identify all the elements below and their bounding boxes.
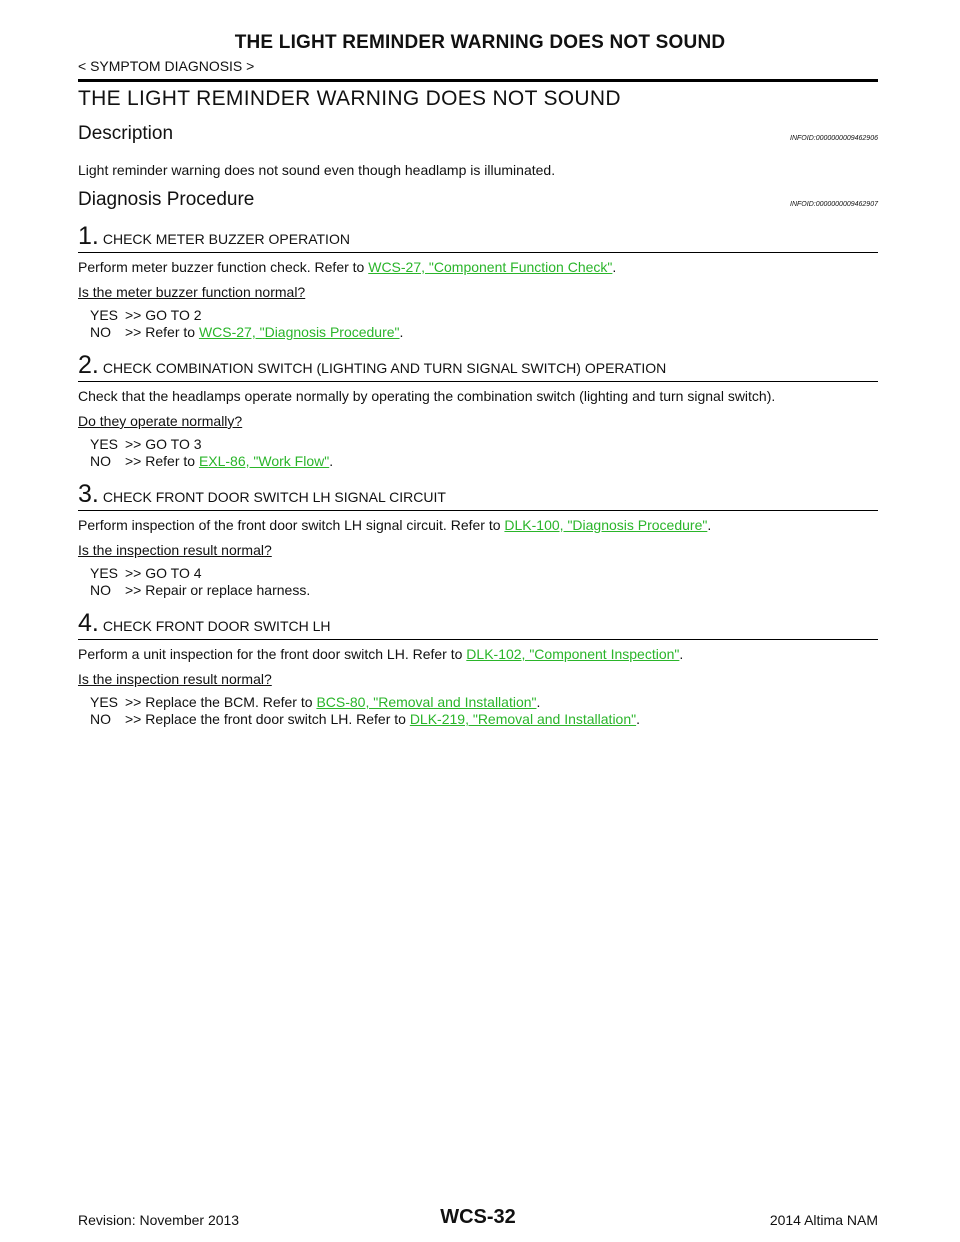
- answer-no: NO >> Refer to WCS-27, "Diagnosis Proced…: [90, 324, 878, 341]
- answer-yes-text: >> GO TO 2: [125, 307, 202, 323]
- step-instruction-suffix: .: [612, 259, 617, 275]
- step-instruction: Perform a unit inspection for the front …: [78, 645, 878, 663]
- answer-yes-text: >> Replace the BCM. Refer to BCS-80, "Re…: [125, 694, 540, 711]
- step-title: CHECK COMBINATION SWITCH (LIGHTING AND T…: [102, 360, 667, 376]
- diagnosis-heading: Diagnosis Procedure: [78, 189, 255, 210]
- step-question: Is the inspection result normal?: [78, 671, 272, 687]
- description-infoid: INFOID:0000000009462906: [790, 135, 878, 142]
- answer-yes-label: YES: [90, 694, 119, 710]
- step-instruction-text: Perform a unit inspection for the front …: [78, 646, 467, 662]
- page-content: THE LIGHT REMINDER WARNING DOES NOT SOUN…: [78, 86, 878, 728]
- reference-link[interactable]: DLK-102, "Component Inspection": [466, 646, 680, 662]
- reference-link[interactable]: DLK-100, "Diagnosis Procedure": [504, 517, 708, 533]
- answer-no-suffix: .: [636, 711, 640, 727]
- step-instruction: Check that the headlamps operate normall…: [78, 387, 878, 405]
- step-instruction: Perform inspection of the front door swi…: [78, 516, 878, 534]
- step-question: Is the meter buzzer function normal?: [78, 284, 306, 300]
- answer-no-suffix: .: [329, 453, 334, 469]
- page-footer: Revision: November 2013 WCS-32 2014 Alti…: [78, 1206, 878, 1230]
- step-title-row: 4. CHECK FRONT DOOR SWITCH LH: [78, 611, 878, 640]
- reference-link[interactable]: EXL-86, "Work Flow": [198, 453, 330, 469]
- diagnosis-step-3: 3. CHECK FRONT DOOR SWITCH LH SIGNAL CIR…: [78, 482, 878, 599]
- diagnosis-step-2: 2. CHECK COMBINATION SWITCH (LIGHTING AN…: [78, 353, 878, 470]
- answer-no: NO >> Refer to EXL-86, "Work Flow".: [90, 453, 878, 470]
- answer-no-action: >> Refer to: [125, 324, 199, 340]
- step-number-dot: .: [91, 480, 99, 508]
- step-title-row: 1. CHECK METER BUZZER OPERATION: [78, 224, 878, 253]
- page-title: THE LIGHT REMINDER WARNING DOES NOT SOUN…: [78, 87, 621, 110]
- step-title-row: 3. CHECK FRONT DOOR SWITCH LH SIGNAL CIR…: [78, 482, 878, 511]
- step-number: 4: [78, 609, 92, 637]
- step-question: Is the inspection result normal?: [78, 542, 272, 558]
- answer-yes: YES >> GO TO 3: [90, 436, 878, 453]
- diagnosis-step-4: 4. CHECK FRONT DOOR SWITCH LH Perform a …: [78, 611, 878, 728]
- answer-no-text: >> Refer to WCS-27, "Diagnosis Procedure…: [125, 324, 403, 341]
- step-answers: YES >> Replace the BCM. Refer to BCS-80,…: [78, 694, 878, 728]
- answer-yes-suffix: .: [536, 694, 541, 710]
- description-heading: Description: [78, 123, 174, 144]
- step-instruction-text: Check that the headlamps operate normall…: [78, 388, 776, 404]
- answer-no: NO >> Replace the front door switch LH. …: [90, 711, 878, 728]
- answer-no-label: NO: [90, 582, 111, 598]
- answer-yes-label: YES: [90, 565, 119, 581]
- answer-yes-text: >> GO TO 4: [125, 565, 202, 581]
- running-header-title: THE LIGHT REMINDER WARNING DOES NOT SOUN…: [234, 32, 726, 53]
- step-question: Do they operate normally?: [78, 413, 243, 429]
- footer-page-number: WCS-32: [440, 1206, 516, 1228]
- footer-model: 2014 Altima NAM: [769, 1212, 878, 1228]
- step-number: 2: [78, 351, 92, 379]
- reference-link[interactable]: WCS-27, "Diagnosis Procedure": [198, 324, 400, 340]
- step-number: 1: [78, 222, 92, 250]
- answer-no-text: >> Refer to EXL-86, "Work Flow".: [125, 453, 333, 470]
- diagnosis-infoid: INFOID:0000000009462907: [790, 201, 878, 208]
- description-heading-row: Description INFOID:0000000009462906: [78, 122, 878, 146]
- step-number-dot: .: [91, 222, 99, 250]
- step-instruction-text: Perform meter buzzer function check. Ref…: [78, 259, 369, 275]
- footer-revision: Revision: November 2013: [78, 1212, 240, 1228]
- step-instruction-suffix: .: [679, 646, 684, 662]
- answer-no-text: >> Repair or replace harness.: [125, 582, 311, 598]
- step-answers: YES >> GO TO 3 NO >> Refer to EXL-86, "W…: [78, 436, 878, 470]
- answer-yes-label: YES: [90, 307, 119, 323]
- step-title: CHECK METER BUZZER OPERATION: [102, 231, 350, 247]
- answer-no-suffix: .: [399, 324, 404, 340]
- answer-yes-label: YES: [90, 436, 119, 452]
- step-title-row: 2. CHECK COMBINATION SWITCH (LIGHTING AN…: [78, 353, 878, 382]
- answer-no: NO >> Repair or replace harness.: [90, 582, 878, 599]
- answer-no-label: NO: [90, 324, 111, 340]
- answer-yes-text: >> GO TO 3: [125, 436, 202, 452]
- diagnosis-step-1: 1. CHECK METER BUZZER OPERATION Perform …: [78, 224, 878, 341]
- step-instruction: Perform meter buzzer function check. Ref…: [78, 258, 878, 276]
- description-text: Light reminder warning does not sound ev…: [78, 162, 556, 178]
- step-instruction-suffix: .: [707, 517, 712, 533]
- step-title: CHECK FRONT DOOR SWITCH LH SIGNAL CIRCUI…: [102, 489, 446, 505]
- answer-yes: YES >> GO TO 2: [90, 307, 878, 324]
- step-number-dot: .: [91, 609, 99, 637]
- answer-no-text: >> Replace the front door switch LH. Ref…: [125, 711, 640, 728]
- header-divider: [78, 79, 878, 82]
- step-number-dot: .: [91, 351, 99, 379]
- step-number: 3: [78, 480, 92, 508]
- step-answers: YES >> GO TO 2 NO >> Refer to WCS-27, "D…: [78, 307, 878, 341]
- answer-yes-action: >> Replace the BCM. Refer to: [125, 694, 317, 710]
- answer-no-label: NO: [90, 711, 111, 727]
- diagnosis-heading-row: Diagnosis Procedure INFOID:0000000009462…: [78, 188, 878, 212]
- step-answers: YES >> GO TO 4 NO >> Repair or replace h…: [78, 565, 878, 599]
- answer-no-label: NO: [90, 453, 111, 469]
- answer-yes: YES >> GO TO 4: [90, 565, 878, 582]
- reference-link[interactable]: BCS-80, "Removal and Installation": [316, 694, 537, 710]
- answer-no-action: >> Refer to: [125, 453, 199, 469]
- answer-yes: YES >> Replace the BCM. Refer to BCS-80,…: [90, 694, 878, 711]
- answer-no-action: >> Replace the front door switch LH. Ref…: [125, 711, 410, 727]
- step-instruction-text: Perform inspection of the front door swi…: [78, 517, 505, 533]
- step-title: CHECK FRONT DOOR SWITCH LH: [102, 618, 331, 634]
- reference-link[interactable]: WCS-27, "Component Function Check": [368, 259, 613, 275]
- breadcrumb: < SYMPTOM DIAGNOSIS >: [78, 58, 255, 74]
- reference-link[interactable]: DLK-219, "Removal and Installation": [409, 711, 637, 727]
